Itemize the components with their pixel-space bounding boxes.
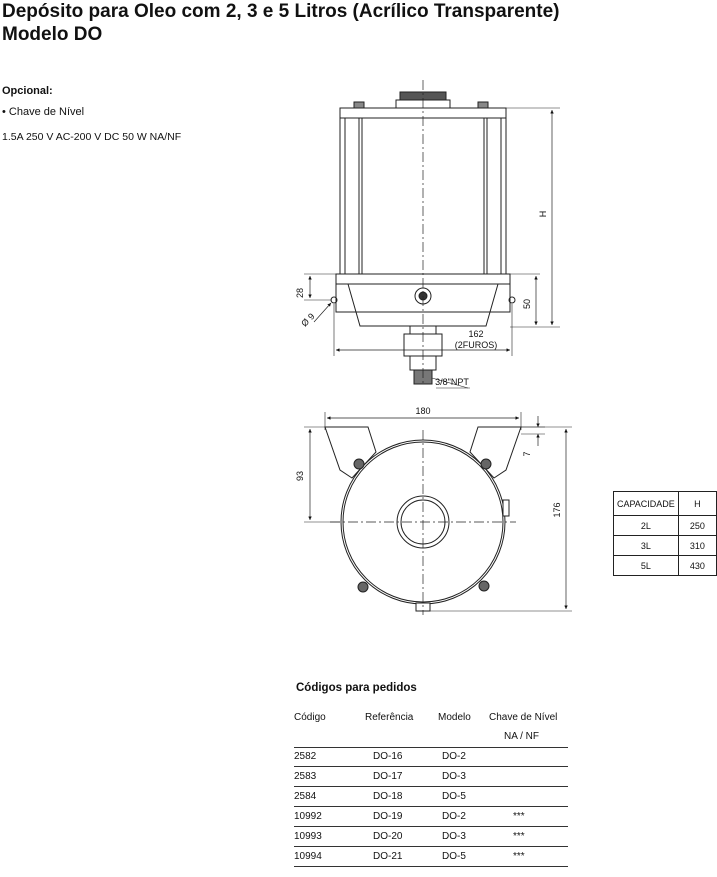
dim-93-label: 93 — [295, 471, 305, 481]
optional-heading: Opcional: — [2, 85, 53, 97]
capacity-header: CAPACIDADE — [613, 491, 679, 516]
cell-referencia: DO-21 — [373, 851, 403, 862]
cell-modelo: DO-3 — [442, 771, 466, 782]
cell-chave: *** — [513, 831, 525, 842]
capacity-cell: 5L — [613, 555, 679, 576]
capacity-cell: 2L — [613, 515, 679, 536]
height-cell: 430 — [677, 555, 717, 576]
table-row: 5L 430 — [613, 555, 717, 576]
front-view — [304, 80, 560, 389]
cell-referencia: DO-16 — [373, 751, 403, 762]
dim-h-label: H — [538, 211, 548, 218]
cell-chave: *** — [513, 811, 525, 822]
height-cell: 310 — [677, 535, 717, 556]
dim-28-label: 28 — [295, 288, 305, 298]
cell-modelo: DO-5 — [442, 851, 466, 862]
cell-chave: *** — [513, 851, 525, 862]
capacity-table: CAPACIDADE H 2L 250 3L 310 5L 430 — [613, 491, 717, 576]
order-codes-title: Códigos para pedidos — [296, 682, 417, 694]
header-na-nf: NA / NF — [504, 731, 540, 742]
optional-item: • Chave de Nível — [2, 106, 85, 118]
capacity-header-row: CAPACIDADE H — [613, 491, 717, 516]
optional-spec: 1.5A 250 V AC-200 V DC 50 W NA/NF — [2, 131, 182, 143]
table-row: 2583 DO-17 DO-3 — [294, 767, 568, 787]
dim-npt-label: 3/8"NPT — [435, 377, 469, 387]
cell-codigo: 2584 — [294, 791, 317, 802]
cell-referencia: DO-20 — [373, 831, 403, 842]
table-row: 3L 310 — [613, 535, 717, 556]
title-line-2: Modelo DO — [2, 24, 103, 45]
cell-modelo: DO-2 — [442, 751, 466, 762]
cell-referencia: DO-19 — [373, 811, 403, 822]
table-row: 10993 DO-20 DO-3 *** — [294, 827, 568, 847]
cell-referencia: DO-17 — [373, 771, 403, 782]
table-row: 2L 250 — [613, 515, 717, 536]
dim-7-label: 7 — [522, 451, 532, 456]
height-header: H — [677, 491, 717, 516]
dim-50-label: 50 — [522, 299, 532, 309]
dim-9-label: Ø 9 — [299, 311, 316, 328]
cell-referencia: DO-18 — [373, 791, 403, 802]
table-row: 2584 DO-18 DO-5 — [294, 787, 568, 807]
dim-furos-label: (2FUROS) — [455, 340, 498, 350]
header-referencia: Referência — [365, 712, 414, 723]
cell-modelo: DO-2 — [442, 811, 466, 822]
cell-modelo: DO-3 — [442, 831, 466, 842]
cell-modelo: DO-5 — [442, 791, 466, 802]
order-codes-header: Código Referência Modelo Chave de Nível … — [294, 711, 568, 748]
header-modelo: Modelo — [438, 712, 471, 723]
table-row: 10992 DO-19 DO-2 *** — [294, 807, 568, 827]
table-row: 10994 DO-21 DO-5 *** — [294, 847, 568, 867]
header-codigo: Código — [294, 712, 326, 723]
title-line-1: Depósito para Oleo com 2, 3 e 5 Litros (… — [2, 1, 560, 22]
page-title: Depósito para Oleo com 2, 3 e 5 Litros (… — [2, 0, 560, 46]
dim-162-label: 162 — [468, 329, 483, 339]
cell-codigo: 2582 — [294, 751, 317, 762]
cell-codigo: 2583 — [294, 771, 317, 782]
cell-codigo: 10993 — [294, 831, 322, 842]
table-row: 2582 DO-16 DO-2 — [294, 747, 568, 767]
dim-180-label: 180 — [415, 406, 430, 416]
capacity-cell: 3L — [613, 535, 679, 556]
cell-codigo: 10994 — [294, 851, 322, 862]
cell-codigo: 10992 — [294, 811, 322, 822]
dim-176-label: 176 — [552, 502, 562, 517]
top-view — [304, 412, 572, 615]
header-chave-nivel: Chave de Nível — [489, 712, 558, 723]
height-cell: 250 — [677, 515, 717, 536]
